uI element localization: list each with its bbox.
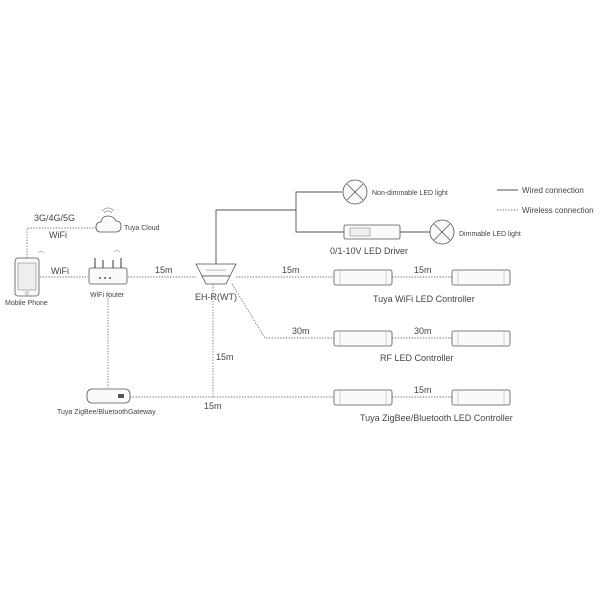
- phone-icon: [14, 251, 45, 297]
- driver-label: 0/1-10V LED Driver: [330, 246, 408, 256]
- mobile-phone: Mobile Phone: [5, 251, 48, 307]
- non-dimmable-light: Non-dimmable LED light: [342, 179, 448, 205]
- link-labels: 3G/4G/5G WiFi WiFi 15m 15m 15m 30m 30m 1…: [34, 213, 432, 411]
- tuya-cloud: Tuya Cloud: [95, 207, 160, 233]
- controller-icon: [451, 389, 511, 406]
- light-bulb-icon: [429, 219, 455, 245]
- zigbee-controller-label: Tuya ZigBee/Bluetooth LED Controller: [360, 413, 513, 423]
- router-hub-distance: 15m: [155, 265, 173, 275]
- gateway-zigbee-distance: 15m: [204, 401, 222, 411]
- rf-controller-group: RF LED Controller: [333, 330, 511, 363]
- wifi-controller-label: Tuya WiFi LED Controller: [373, 294, 475, 304]
- rf-controller-label: RF LED Controller: [380, 353, 454, 363]
- hub-label: EH-R(WT): [195, 292, 237, 302]
- light-bulb-icon: [342, 179, 368, 205]
- legend: Wired connection Wireless connection: [497, 186, 594, 215]
- rf-chain-distance: 30m: [414, 326, 432, 336]
- gateway-label: Tuya ZigBee/BluetoothGateway: [57, 409, 156, 416]
- zigbee-gateway: Tuya ZigBee/BluetoothGateway: [57, 388, 156, 416]
- eh-r-hub: EH-R(WT): [195, 258, 237, 302]
- legend-wireless-label: Wireless connection: [522, 206, 594, 215]
- cloud-icon: [95, 207, 122, 233]
- cellular-label: 3G/4G/5G: [34, 213, 75, 223]
- non-dimmable-label: Non-dimmable LED light: [372, 190, 448, 197]
- hub-rf-distance: 30m: [292, 326, 310, 336]
- cloud-label: Tuya Cloud: [124, 225, 160, 232]
- router-icon: [88, 250, 128, 285]
- controller-icon: [451, 330, 511, 347]
- controller-icon: [333, 330, 393, 347]
- led-driver: 0/1-10V LED Driver: [330, 224, 408, 256]
- zigbee-controller-group: Tuya ZigBee/Bluetooth LED Controller: [333, 389, 513, 423]
- wifi-phone-label: WiFi: [51, 266, 69, 276]
- controller-icon: [333, 269, 393, 286]
- wired-links: [215, 191, 430, 264]
- dimmable-light: Dimmable LED light: [429, 219, 521, 245]
- wifi-cloud-label: WiFi: [49, 230, 67, 240]
- dimmable-label: Dimmable LED light: [459, 231, 521, 238]
- hub-nondimmable-wire: [215, 191, 342, 264]
- controller-icon: [333, 389, 393, 406]
- wifi-router: WiFi router: [88, 250, 128, 299]
- router-label: WiFi router: [90, 292, 125, 299]
- controller-icon: [451, 269, 511, 286]
- legend-wired-label: Wired connection: [522, 186, 584, 195]
- phone-label: Mobile Phone: [5, 300, 48, 307]
- hub-wifi-distance: 15m: [282, 265, 300, 275]
- hub-icon: [195, 258, 237, 285]
- wifi-chain-distance: 15m: [414, 265, 432, 275]
- hub-driver-wire: [295, 210, 344, 233]
- wifi-controller-group: Tuya WiFi LED Controller: [333, 269, 511, 304]
- driver-icon: [343, 224, 401, 240]
- hub-vertical-distance: 15m: [216, 352, 234, 362]
- gateway-icon: [86, 388, 131, 404]
- hub-rf-link: [231, 283, 334, 339]
- zigbee-chain-distance: 15m: [414, 385, 432, 395]
- wireless-links: [26, 227, 452, 398]
